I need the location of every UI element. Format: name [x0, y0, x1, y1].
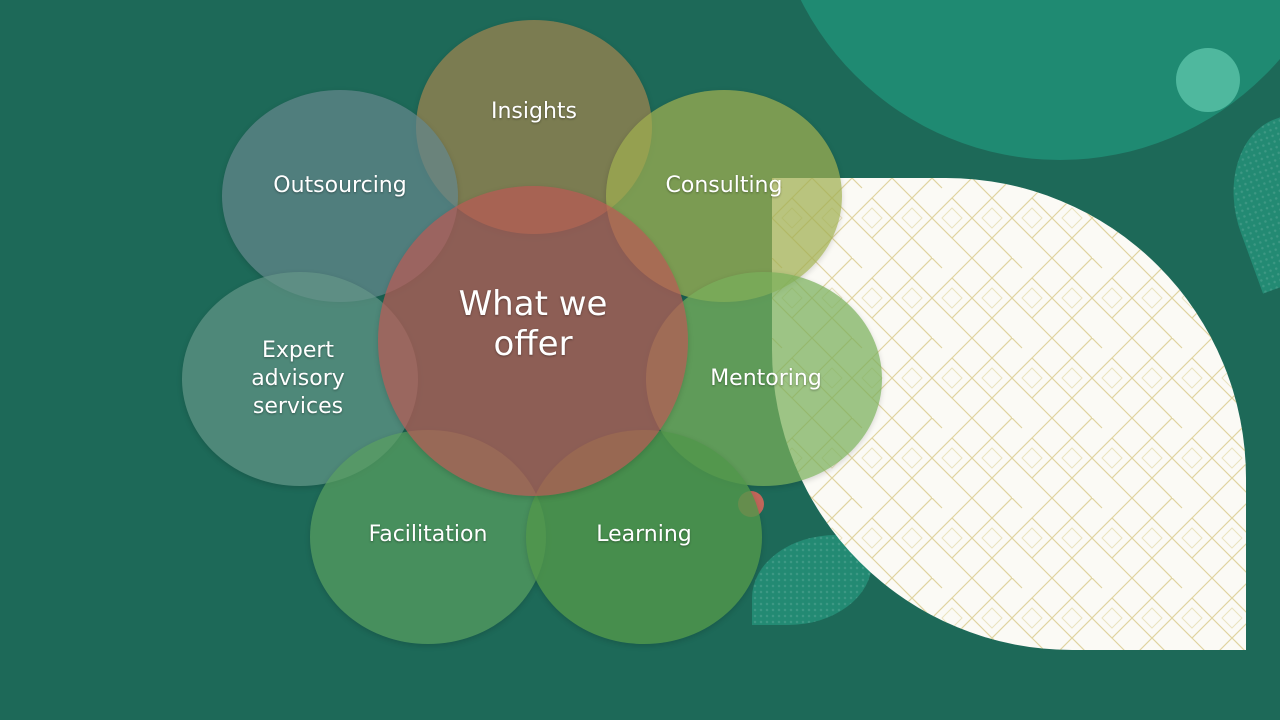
petal-mentoring-label: Mentoring	[710, 366, 822, 391]
decorative-dot	[1176, 48, 1240, 112]
petal-insights-label: Insights	[490, 99, 577, 124]
petal-expert-label: Expert advisory services	[251, 338, 345, 419]
petal-outsourcing-label: Outsourcing	[273, 173, 407, 198]
center-label: What we offer	[458, 284, 608, 364]
center-circle: What we offer	[378, 186, 688, 496]
petal-consulting-label: Consulting	[665, 173, 783, 198]
petal-learning-label: Learning	[596, 522, 692, 547]
petal-facilitation-label: Facilitation	[368, 522, 488, 547]
